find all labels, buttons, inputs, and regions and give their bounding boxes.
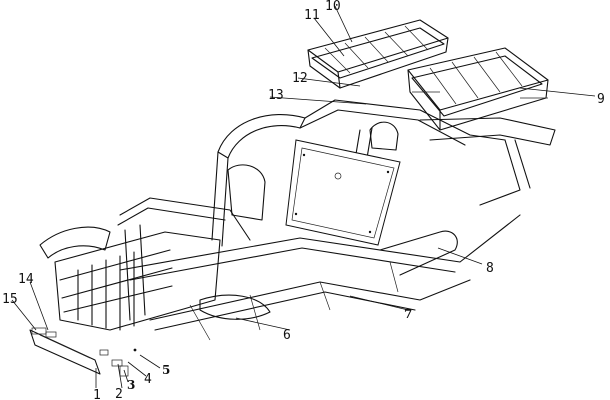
callout-9: 9 (597, 92, 605, 107)
callout-1: 1 (93, 388, 101, 400)
callout-13: 13 (268, 88, 284, 103)
callout-10: 10 (325, 0, 341, 14)
callout-12: 12 (292, 71, 308, 86)
callout-11: 11 (304, 8, 320, 23)
callout-5: 5 (162, 363, 170, 377)
rear-basket-upper (307, 19, 449, 89)
leader-lines (11, 5, 596, 389)
callout-8: 8 (486, 261, 494, 276)
front-section (29, 197, 251, 375)
callout-7: 7 (404, 307, 412, 321)
callout-4: 4 (144, 372, 152, 387)
seat-shells (227, 121, 399, 221)
front-fittings (31, 327, 137, 377)
callout-3: 3 (127, 378, 135, 392)
callout-6: 6 (283, 328, 291, 343)
firewall-panel (285, 139, 401, 246)
floor-frame (119, 214, 521, 341)
callout-15: 15 (2, 292, 18, 307)
callout-14: 14 (18, 272, 34, 287)
callout-2: 2 (115, 387, 123, 400)
